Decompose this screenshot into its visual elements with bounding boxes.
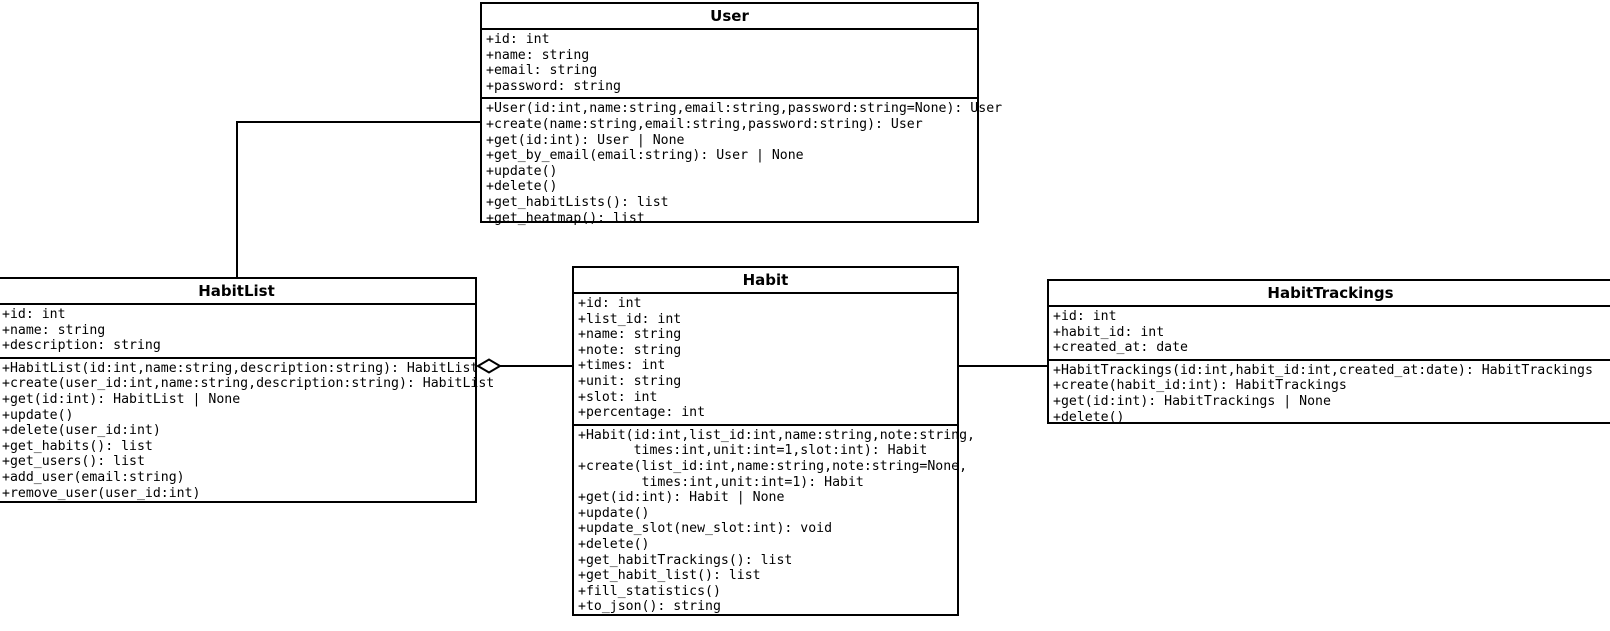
attribute-row: +habit_id: int (1053, 324, 1165, 340)
attribute-row: +email: string (486, 63, 598, 79)
method-row: +get_heatmap(): list (486, 210, 645, 226)
class-attributes-user: +id: int +name: string +email: string +p… (482, 30, 977, 100)
attribute-row: +password: string (486, 78, 621, 94)
method-row: +to_json(): string (578, 599, 721, 615)
class-name-habittrackings: HabitTrackings (1049, 281, 1610, 307)
class-methods-habittrackings: +HabitTrackings(id:int,habit_id:int,crea… (1049, 361, 1610, 428)
method-row: +create(list_id:int,name:string,note:str… (578, 458, 968, 474)
class-methods-habitlist: +HabitList(id:int,name:string,descriptio… (0, 359, 495, 504)
method-row: +delete(user_id:int) (2, 423, 161, 439)
method-row: +update() (578, 505, 650, 521)
attribute-row: +percentage: int (578, 405, 706, 421)
method-row: +get_habits(): list (2, 438, 153, 454)
attribute-row: +name: string (578, 327, 682, 343)
class-methods-user: +User(id:int,name:string,email:string,pa… (482, 99, 1003, 229)
method-row: +update_slot(new_slot:int): void (578, 521, 833, 537)
method-row: +get(id:int): HabitList | None (2, 391, 241, 407)
class-attributes-habit: +id: int +list_id: int +name: string +no… (574, 294, 957, 426)
attribute-row: +created_at: date (1053, 340, 1188, 356)
attribute-row: +list_id: int (578, 311, 682, 327)
attribute-row: +name: string (486, 47, 590, 63)
method-row: +create(habit_id:int): HabitTrackings (1053, 378, 1347, 394)
method-row: times:int,unit:int=1): Habit (578, 474, 864, 490)
method-row: +remove_user(user_id:int) (2, 485, 201, 501)
method-row: times:int,unit:int=1,slot:int): Habit (578, 443, 928, 459)
method-row: +HabitTrackings(id:int,habit_id:int,crea… (1053, 362, 1593, 378)
method-row: +get_by_email(email:string): User | None (486, 148, 804, 164)
method-row: +update() (486, 163, 558, 179)
attribute-row: +description: string (2, 338, 161, 354)
attribute-row: +name: string (2, 322, 106, 338)
attribute-row: +id: int (486, 32, 550, 47)
method-row: +delete() (578, 536, 650, 552)
class-box-habittrackings[interactable]: HabitTrackings +id: int +habit_id: int +… (1047, 279, 1610, 425)
method-row: +get_habit_list(): list (578, 568, 761, 584)
method-row: +Habit(id:int,list_id:int,name:string,no… (578, 427, 975, 443)
method-row: +get(id:int): User | None (486, 132, 685, 148)
class-box-user[interactable]: User +id: int +name: string +email: stri… (480, 2, 1002, 226)
class-box-habit[interactable]: Habit +id: int +list_id: int +name: stri… (572, 266, 975, 618)
method-row: +HabitList(id:int,name:string,descriptio… (2, 360, 479, 376)
method-row: +add_user(email:string) (2, 469, 185, 485)
attribute-row: +id: int (578, 296, 642, 311)
edge-user-habitlist-horizontal (236, 121, 481, 123)
method-row: +get_habitTrackings(): list (578, 552, 793, 568)
aggregation-diamond-icon (477, 358, 511, 374)
attribute-row: +unit: string (578, 373, 682, 389)
method-row: +get(id:int): Habit | None (578, 490, 785, 506)
attribute-row: +id: int (2, 307, 66, 322)
class-name-habit: Habit (574, 268, 957, 294)
attribute-row: +times: int (578, 358, 666, 374)
method-row: +User(id:int,name:string,email:string,pa… (486, 101, 1003, 117)
attribute-row: +id: int (1053, 309, 1117, 324)
method-row: +fill_statistics() (578, 583, 721, 599)
method-row: +get_users(): list (2, 454, 145, 470)
method-row: +delete() (486, 179, 558, 195)
method-row: +create(user_id:int,name:string,descript… (2, 376, 495, 392)
method-row: +get(id:int): HabitTrackings | None (1053, 393, 1331, 409)
method-row: +delete() (1053, 409, 1125, 425)
class-name-user: User (482, 4, 977, 30)
method-row: +create(name:string,email:string,passwor… (486, 116, 923, 132)
edge-user-habitlist-vertical (236, 121, 238, 278)
attribute-row: +slot: int (578, 389, 658, 405)
method-row: +update() (2, 407, 74, 423)
class-name-habitlist: HabitList (0, 279, 475, 305)
class-box-habitlist[interactable]: HabitList +id: int +name: string +descri… (0, 277, 495, 504)
class-attributes-habitlist: +id: int +name: string +description: str… (0, 305, 475, 359)
class-methods-habit: +Habit(id:int,list_id:int,name:string,no… (574, 426, 975, 618)
edge-habitlist-habit (500, 365, 574, 367)
edge-habit-habittrackings (957, 365, 1049, 367)
class-attributes-habittrackings: +id: int +habit_id: int +created_at: dat… (1049, 307, 1610, 361)
method-row: +get_habitLists(): list (486, 194, 669, 210)
attribute-row: +note: string (578, 342, 682, 358)
